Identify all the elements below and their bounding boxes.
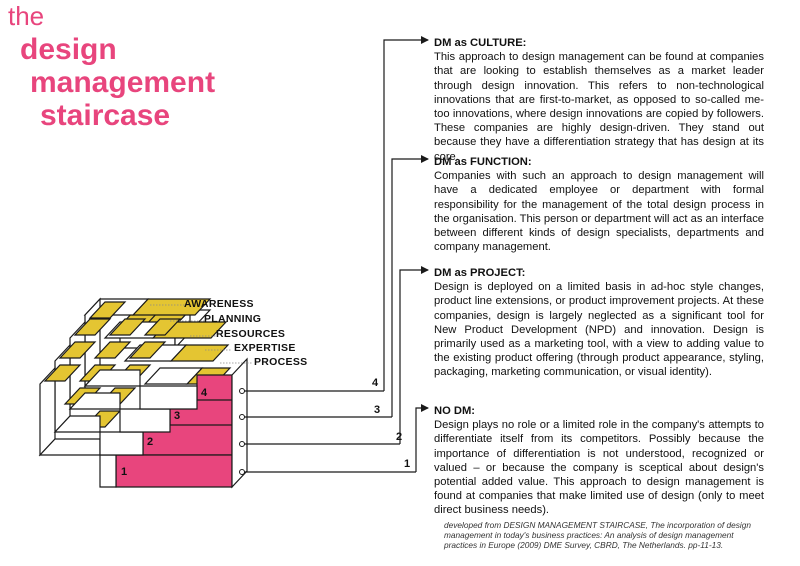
- step-number-1: 1: [121, 466, 128, 478]
- connector-number-4: 4: [372, 377, 379, 389]
- block-text: Companies with such an approach to desig…: [434, 170, 765, 254]
- title-line-design: design: [20, 33, 117, 66]
- lower-left-block: [99, 385, 198, 488]
- block-heading: DM as CULTURE:: [434, 37, 527, 49]
- block-text: This approach to design management can b…: [434, 51, 764, 163]
- block-text: Design plays no role or a limited role i…: [434, 419, 764, 517]
- label-leaders: [150, 304, 252, 364]
- connectors: [244, 36, 429, 473]
- block-dm-project: DM as PROJECT: Design is deployed on a l…: [434, 266, 764, 380]
- stair-label-awareness: AWARENESS: [184, 298, 254, 310]
- staircase-cubes: [38, 297, 248, 489]
- ramp-fronts: [38, 369, 141, 456]
- connector-number-2: 2: [396, 431, 403, 443]
- step-number-2: 2: [147, 436, 154, 448]
- step-number-3: 3: [174, 410, 181, 422]
- block-dm-function: DM as FUNCTION: Companies with such an a…: [434, 155, 764, 254]
- block-heading: DM as FUNCTION:: [434, 156, 532, 168]
- stair-label-resources: RESOURCES: [216, 328, 286, 340]
- right-side: [231, 357, 248, 489]
- title-line-staircase: staircase: [40, 99, 171, 132]
- stair-label-expertise: EXPERTISE: [234, 342, 296, 354]
- source-footnote: developed from DESIGN MANAGEMENT STAIRCA…: [444, 520, 751, 551]
- page-title: the design management staircase: [8, 0, 215, 132]
- block-no-dm: NO DM: Design plays no role or a limited…: [434, 404, 764, 518]
- step-number-4: 4: [201, 387, 208, 399]
- block-dm-culture: DM as CULTURE: This approach to design m…: [434, 36, 764, 164]
- stair-label-process: PROCESS: [254, 356, 308, 368]
- stair-label-planning: PLANNING: [204, 313, 262, 325]
- title-line-management: management: [30, 66, 216, 99]
- connector-dots: [239, 388, 245, 475]
- connector-number-3: 3: [374, 404, 381, 416]
- connector-number-1: 1: [404, 458, 411, 470]
- title-line-the: the: [8, 1, 45, 31]
- block-heading: NO DM:: [434, 405, 476, 417]
- block-heading: DM as PROJECT:: [434, 267, 526, 279]
- block-text: Design is deployed on a limited basis in…: [434, 281, 764, 379]
